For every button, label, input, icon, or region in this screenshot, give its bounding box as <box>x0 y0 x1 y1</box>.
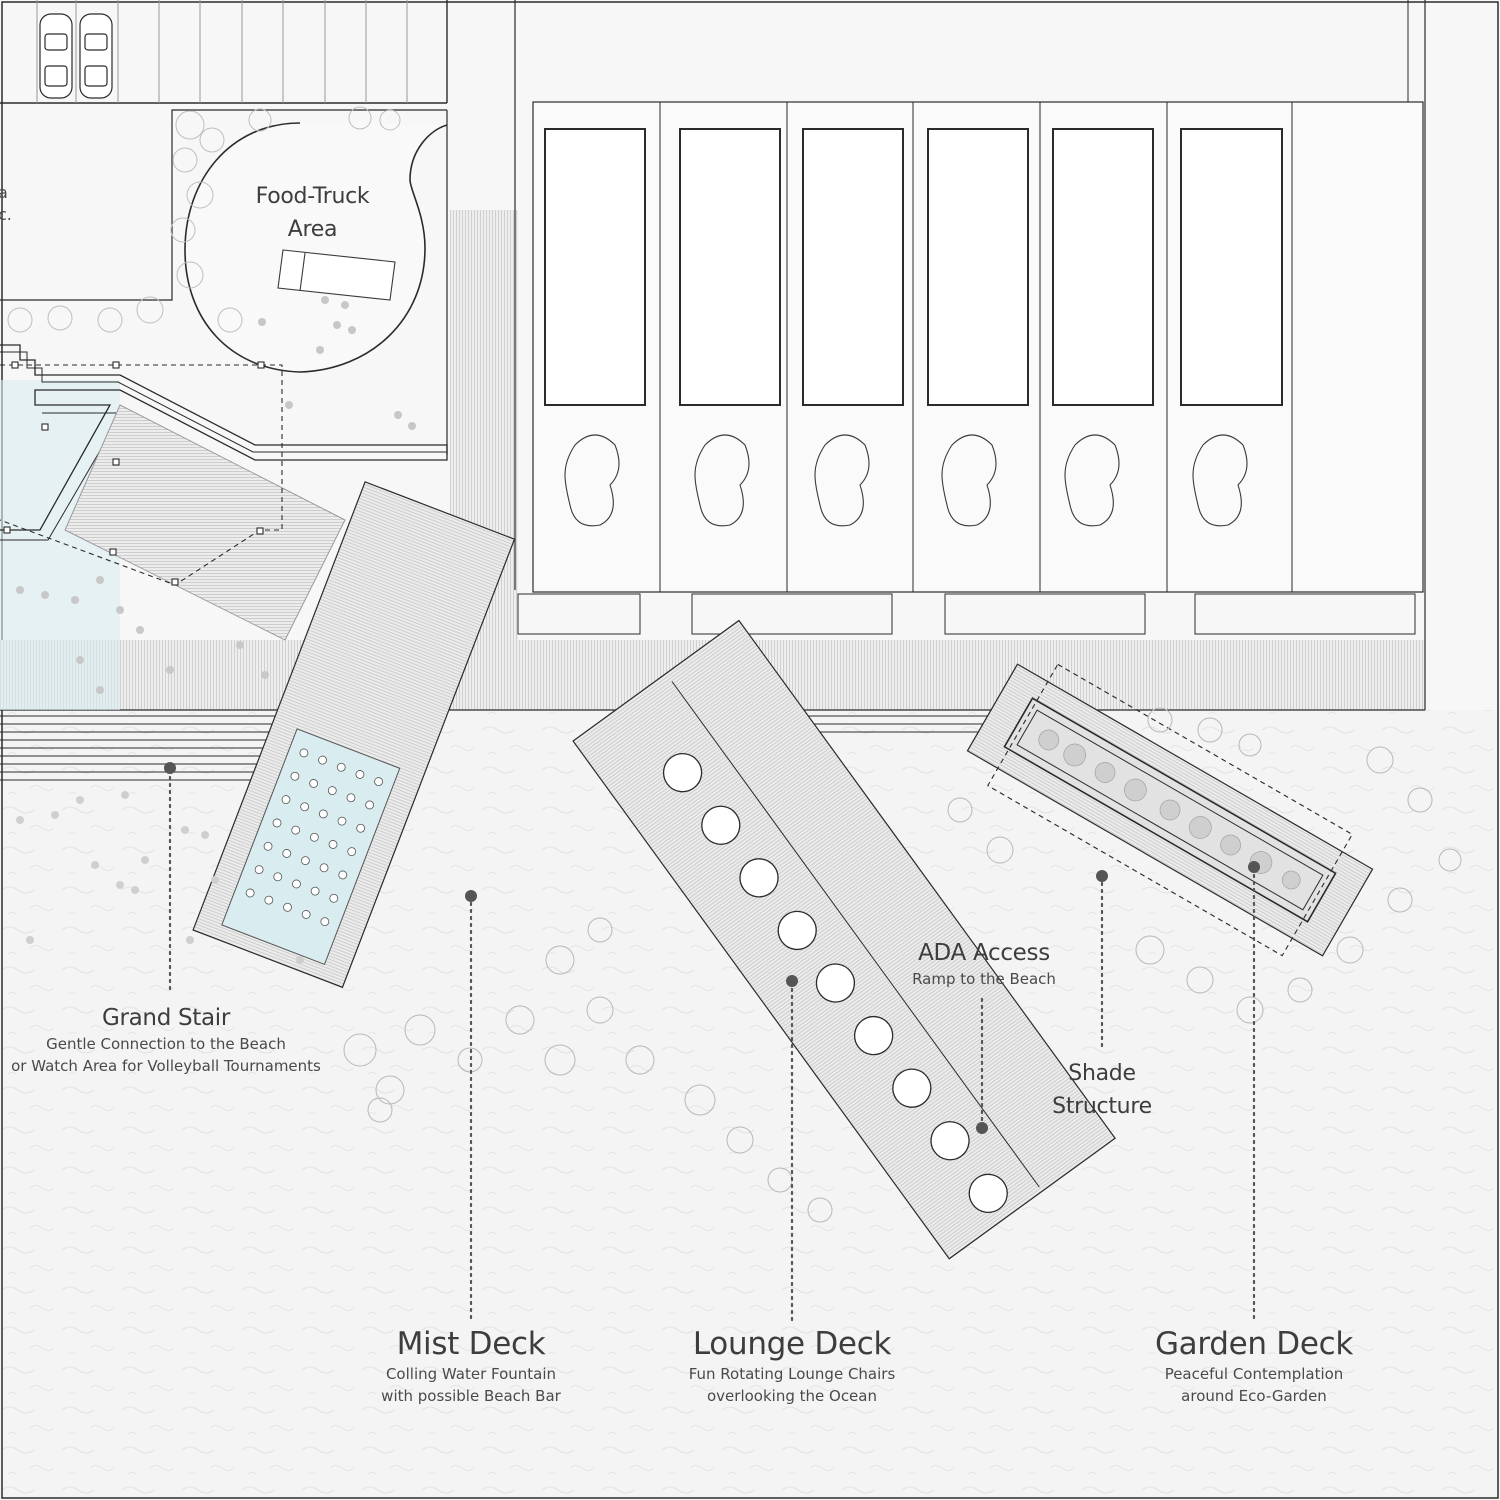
lounge-deck <box>572 619 1116 1260</box>
pond-icon <box>564 434 1248 527</box>
food-truck-icon <box>277 249 396 301</box>
grand-stair-sub1: Gentle Connection to the Beach <box>46 1035 286 1053</box>
food-truck-label-line2: Area <box>287 217 338 242</box>
grand-stair-title: Grand Stair <box>101 1005 231 1031</box>
ada-access-sub1: Ramp to the Beach <box>912 970 1056 988</box>
lounge-deck-title: Lounge Deck <box>692 1326 892 1362</box>
mist-deck-label: Mist Deck Colling Water Fountain with po… <box>361 1325 581 1407</box>
shade-structure-line1: Shade <box>1068 1061 1136 1086</box>
garden-deck-sub1: Peaceful Contemplation <box>1164 1365 1344 1383</box>
parking-lot <box>0 0 448 104</box>
cut-text-1: a <box>0 183 8 202</box>
lounge-deck-sub1: Fun Rotating Lounge Chairs <box>688 1365 896 1383</box>
townhouses <box>514 0 1426 710</box>
ada-access-label: ADA Access Ramp to the Beach <box>884 938 1084 990</box>
lounge-deck-label: Lounge Deck Fun Rotating Lounge Chairs o… <box>672 1325 912 1407</box>
pool-area <box>0 344 448 710</box>
vegetation <box>7 106 401 333</box>
roof-skylight <box>544 128 1283 406</box>
food-truck-area <box>0 109 448 455</box>
beach-vegetation <box>343 707 1462 1223</box>
food-truck-label-line1: Food-Truck <box>255 184 370 209</box>
garden-deck-label: Garden Deck Peaceful Contemplation aroun… <box>1134 1325 1374 1407</box>
grand-stair-label: Grand Stair Gentle Connection to the Bea… <box>0 1003 332 1077</box>
leader-dots <box>164 762 1260 1134</box>
cut-text-2: c. <box>0 205 12 224</box>
food-truck-label: Food-Truck Area <box>230 180 395 246</box>
shade-structure-label: Shade Structure <box>1032 1057 1172 1123</box>
lounge-deck-sub2: overlooking the Ocean <box>707 1387 877 1405</box>
shade-structure-line2: Structure <box>1052 1094 1152 1119</box>
lounge-chair-icon <box>662 753 1008 1213</box>
leader-lines <box>168 768 1256 1322</box>
car-icon <box>39 13 113 99</box>
garden-deck-sub2: around Eco-Garden <box>1181 1387 1327 1405</box>
grand-stair-sub2: or Watch Area for Volleyball Tournaments <box>11 1057 321 1075</box>
garden-deck-title: Garden Deck <box>1154 1326 1354 1362</box>
ada-access-title: ADA Access <box>918 940 1050 966</box>
mist-deck <box>192 481 516 989</box>
mist-deck-sub1: Colling Water Fountain <box>385 1365 557 1383</box>
mist-deck-title: Mist Deck <box>396 1326 546 1362</box>
cut-text: a c. <box>0 182 12 226</box>
mist-deck-sub2: with possible Beach Bar <box>381 1387 561 1405</box>
